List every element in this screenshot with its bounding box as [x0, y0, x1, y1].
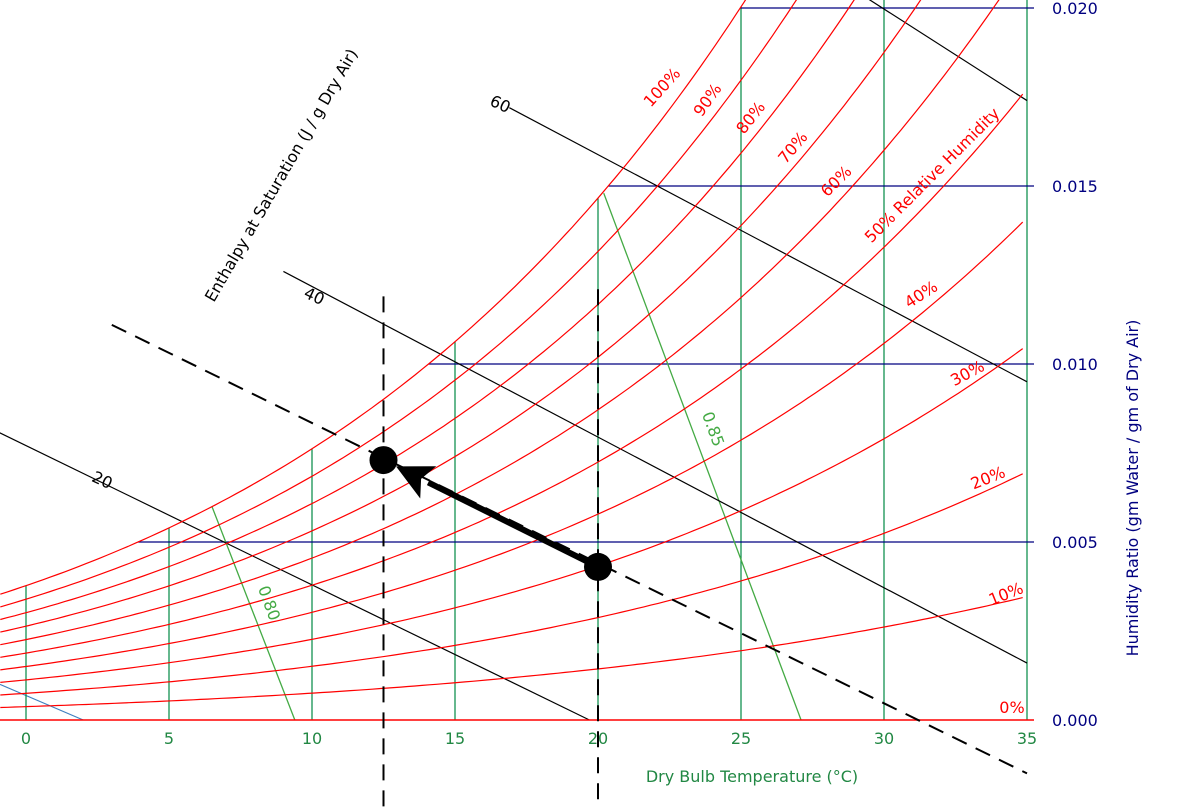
- dashed-guide-lines: [111, 289, 1028, 808]
- rh-curve-label: 70%: [774, 128, 811, 167]
- process-start-point: [584, 552, 612, 581]
- enthalpy-line-label: 60: [487, 91, 513, 117]
- rh-curve: [0, 0, 922, 633]
- rh-curve-label: 80%: [732, 98, 769, 138]
- x-tick-label: 10: [302, 729, 322, 748]
- rh-curve: [0, 348, 1024, 683]
- rh-curve: [0, 473, 1023, 696]
- chart-text: 0 5 10 15 20 25 30 35 0.000 0.005 0.010 0.015 0.020D…: [21, 0, 1142, 786]
- rh-curve-label: 0%: [999, 698, 1024, 717]
- specific-volume-label: 0.80: [254, 583, 284, 623]
- rh-curve: [0, 0, 1000, 646]
- specific-volume-label: 0.85: [698, 409, 728, 449]
- x-tick-label: 15: [445, 729, 465, 748]
- process-end-point: [369, 446, 398, 475]
- process-arrow: [369, 446, 612, 581]
- y-tick-label: 0.020: [1052, 0, 1098, 18]
- humidity-ratio-lines: [138, 7, 1034, 543]
- rh-curve: [0, 93, 1024, 658]
- enthalpy-line: [868, 0, 1028, 102]
- rh-curve-label: 90%: [690, 80, 726, 120]
- y-tick-label: 0.000: [1052, 711, 1098, 730]
- y-tick-label: 0.005: [1052, 533, 1098, 552]
- x-tick-label: 25: [731, 729, 751, 748]
- rh-curve: [0, 0, 855, 621]
- rh-curve-label: 40%: [901, 277, 941, 312]
- rh-curve-label: 30%: [947, 356, 987, 389]
- process-arrow-line: [426, 479, 600, 570]
- rh-curve-label: 50% Relative Humidity: [861, 104, 1004, 247]
- rh-curve-label: 60%: [817, 162, 856, 201]
- enthalpy-line: [0, 432, 590, 721]
- y-tick-label: 0.010: [1052, 355, 1098, 374]
- enthalpy-line: [509, 107, 1028, 383]
- specific-volume-line: [211, 506, 296, 721]
- process-arrow-head: [396, 466, 437, 499]
- x-tick-label: 30: [874, 729, 894, 748]
- enthalpy-line: [283, 270, 1028, 664]
- x-axis-label: Dry Bulb Temperature (°C): [646, 767, 858, 786]
- rh-curve-label: 100%: [640, 64, 685, 111]
- enthalpy-axis-label: Enthalpy at Saturation (J / g Dry Air): [201, 45, 362, 305]
- rh-curve: [0, 597, 1023, 709]
- relative-humidity-curves: [0, 0, 1034, 721]
- specific-volume-line: [603, 192, 802, 721]
- enthalpy-line-label: 40: [301, 283, 327, 309]
- rh-curve: [0, 0, 747, 595]
- dashed-guide-line: [111, 323, 1028, 775]
- wet-bulb-lines: [0, 683, 84, 721]
- enthalpy-lines: [0, 0, 1028, 721]
- x-tick-label: 5: [164, 729, 174, 748]
- specific-volume-lines: [211, 192, 802, 721]
- y-axis-label: Humidity Ratio (gm Water / gm of Dry Air…: [1123, 320, 1142, 657]
- rh-curve: [0, 0, 798, 608]
- wet-bulb-line: [0, 683, 84, 721]
- y-tick-label: 0.015: [1052, 177, 1098, 196]
- dry-bulb-lines: [25, 0, 1028, 720]
- rh-curve-label: 10%: [986, 578, 1026, 609]
- x-tick-label: 0: [21, 729, 31, 748]
- x-tick-label: 35: [1017, 729, 1037, 748]
- rh-curve: [0, 221, 1024, 671]
- enthalpy-line-label: 20: [89, 467, 115, 493]
- x-tick-label: 20: [588, 729, 608, 748]
- rh-curve-label: 20%: [968, 462, 1008, 493]
